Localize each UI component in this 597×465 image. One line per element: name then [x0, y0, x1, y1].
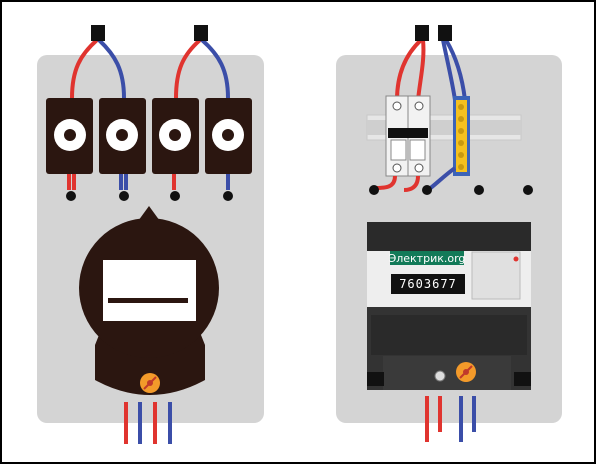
left-cable-clamp-1 — [91, 25, 105, 41]
meter-reading: 7603677 — [399, 277, 457, 291]
meter-brand-badge — [390, 251, 464, 265]
right-cable-clamp-1 — [415, 25, 429, 41]
neutral-terminal-bar — [453, 96, 470, 176]
fuse-4 — [205, 98, 252, 174]
left-terminal-dots — [66, 191, 233, 201]
left-fuse-output-wires — [67, 174, 230, 190]
left-fuses — [46, 98, 252, 174]
meter-terminal-cover — [383, 356, 511, 390]
right-incoming-wires — [395, 38, 467, 101]
right-cable-clamp-2 — [438, 25, 452, 41]
meter-window-bar — [108, 298, 188, 303]
meter-foot-left — [367, 372, 384, 386]
right-panel: Электрик.org 7603677 — [336, 25, 562, 442]
right-meter-output-wires — [425, 396, 476, 442]
meter-foot-right — [514, 372, 531, 386]
double-pole-breaker — [385, 95, 431, 177]
fuse-1 — [46, 98, 93, 174]
left-incoming-wires — [70, 38, 230, 100]
left-panel — [37, 25, 264, 444]
right-terminal-dots — [369, 185, 533, 195]
fuse-3 — [152, 98, 199, 174]
meter-front-shade — [371, 315, 527, 355]
meter-seal-icon — [456, 362, 476, 382]
left-meter-output-wires — [124, 402, 172, 444]
digital-electricity-meter: Электрик.org 7603677 — [367, 222, 531, 390]
left-cable-clamp-2 — [194, 25, 208, 41]
fuse-2 — [99, 98, 146, 174]
meter-screw — [434, 370, 446, 382]
meter-led — [513, 256, 519, 262]
meter-top-cap — [367, 222, 531, 251]
round-electricity-meter — [79, 206, 219, 395]
meter-brand: Электрик.org — [389, 252, 466, 265]
lead-seal-icon — [140, 373, 160, 393]
meter-display — [391, 274, 465, 294]
meter-window — [103, 260, 196, 321]
meter-indicator-panel — [471, 251, 521, 300]
